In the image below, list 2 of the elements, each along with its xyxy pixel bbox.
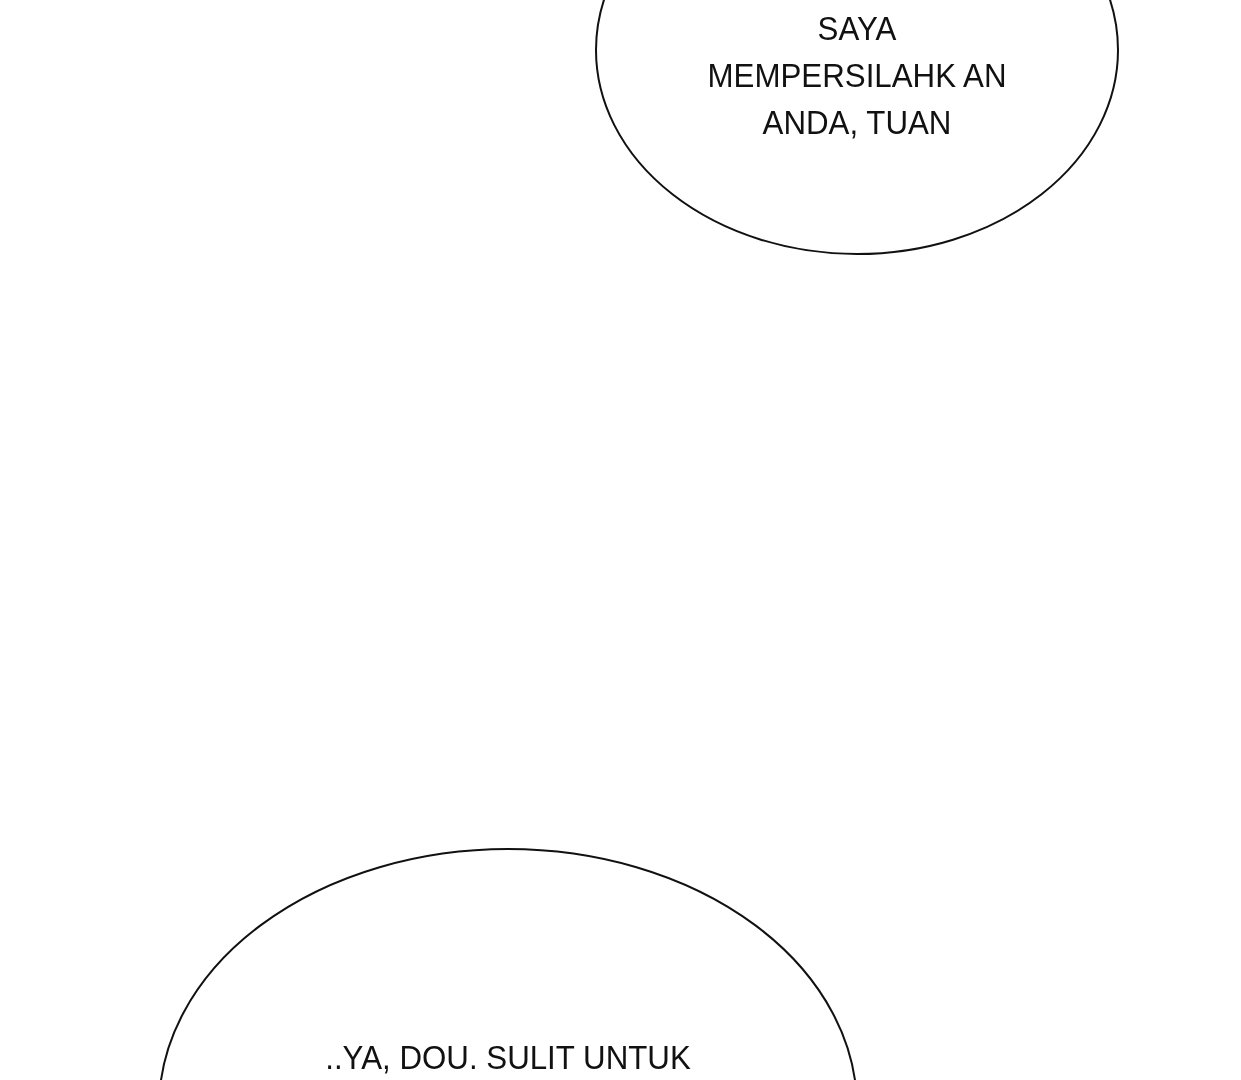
speech-text: SAYA MEMPERSILAHK AN ANDA, TUAN — [706, 8, 1008, 143]
speech-text: ..YA, DOU. SULIT UNTUK — [324, 1037, 692, 1078]
